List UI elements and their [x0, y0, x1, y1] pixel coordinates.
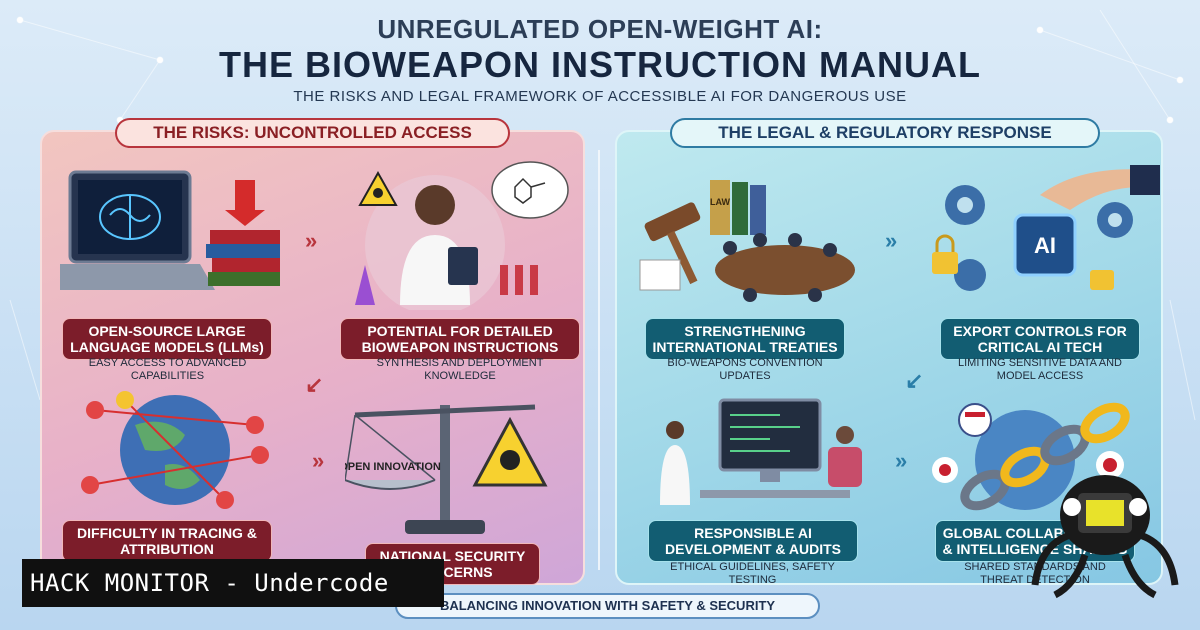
arrow-right-2: »	[312, 448, 325, 473]
card-audits-title: RESPONSIBLE AI DEVELOPMENT & AUDITS	[648, 520, 858, 562]
arrow-down-left: ↙	[305, 372, 324, 397]
gavel-icon	[644, 202, 701, 285]
arrow-right-4: »	[895, 448, 908, 473]
panel-divider	[598, 150, 600, 570]
biohazard-icon	[358, 170, 398, 206]
card-export-subtitle: LIMITING SENSITIVE DATA AND MODEL ACCESS	[957, 357, 1122, 382]
collaboration-illustration	[932, 402, 1130, 511]
law-book-label: LAW	[710, 197, 731, 207]
risks-header: THE RISKS: UNCONTROLLED ACCESS	[115, 118, 510, 148]
scientist-icon	[400, 185, 478, 305]
scale-label: OPEN INNOVATION	[345, 461, 441, 473]
chain-icon	[960, 402, 1130, 511]
brain-icon	[99, 194, 161, 240]
scale-illustration: OPEN INNOVATION	[345, 404, 548, 534]
gear-icon	[945, 185, 1133, 291]
card-treaties-title: STRENGTHENING INTERNATIONAL TREATIES	[645, 318, 845, 360]
card-treaties-subtitle: BIO-WEAPONS CONVENTION UPDATES	[667, 357, 823, 382]
subtitle: THE RISKS AND LEGAL FRAMEWORK OF ACCESSI…	[293, 88, 907, 105]
arrow-right-3: »	[885, 228, 898, 253]
card-llm-title: OPEN-SOURCE LARGE LANGUAGE MODELS (LLMs)	[62, 318, 272, 360]
card-llm-subtitle: EASY ACCESS TO ADVANCED CAPABILITIES	[88, 357, 247, 382]
ai-chip-label: AI	[1034, 233, 1056, 258]
scale-icon	[345, 404, 536, 534]
robot-mascot-icon	[1031, 475, 1179, 599]
title-line-1: UNREGULATED OPEN-WEIGHT AI:	[377, 14, 823, 44]
treaty-meeting-illustration: LAW	[639, 180, 855, 302]
watermark-banner: HACK MONITOR - Undercode	[22, 559, 444, 607]
card-audits-subtitle: ETHICAL GUIDELINES, SAFETY TESTING	[670, 561, 835, 586]
arrow-right-1: »	[305, 228, 318, 253]
monitor-icon	[718, 398, 822, 482]
card-bioweapon-subtitle: SYNTHESIS AND DEPLOYMENT KNOWLEDGE	[376, 357, 544, 382]
export-control-illustration: AI	[932, 165, 1160, 291]
globe-illustration	[81, 391, 269, 509]
scientist-illustration	[355, 161, 569, 310]
title-line-2: THE BIOWEAPON INSTRUCTION MANUAL	[219, 44, 981, 85]
laptop-brain-illustration	[60, 170, 280, 290]
card-bioweapon-title: POTENTIAL FOR DETAILED BIOWEAPON INSTRUC…	[340, 318, 580, 360]
card-export-title: EXPORT CONTROLS FOR CRITICAL AI TECH	[940, 318, 1140, 360]
audit-illustration	[660, 398, 862, 505]
footer-banner: BALANCING INNOVATION WITH SAFETY & SECUR…	[395, 593, 820, 619]
arrow-down-left-2: ↙	[905, 368, 924, 393]
response-header: THE LEGAL & REGULATORY RESPONSE	[670, 118, 1100, 148]
card-tracing-title: DIFFICULTY IN TRACING & ATTRIBUTION	[62, 520, 272, 562]
lock-icon	[932, 234, 1114, 290]
